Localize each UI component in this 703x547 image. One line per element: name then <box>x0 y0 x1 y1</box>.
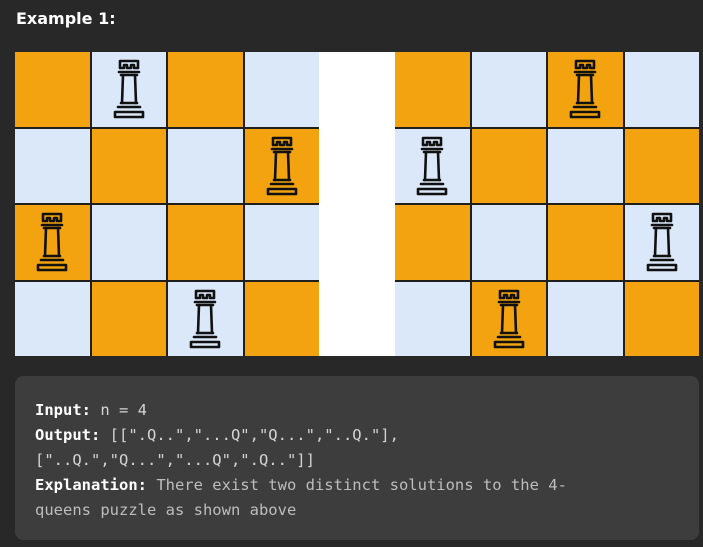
board-square <box>168 52 243 127</box>
board-square <box>395 128 470 203</box>
queen-icon <box>565 57 605 121</box>
board-square <box>471 205 546 280</box>
board-square <box>471 281 546 356</box>
board-square <box>15 281 90 356</box>
queen-icon <box>412 134 452 198</box>
input-value: n = 4 <box>91 401 147 419</box>
explanation-text-1: There exist two distinct solutions to th… <box>146 476 567 494</box>
queen-icon <box>32 210 72 274</box>
board-square <box>244 281 319 356</box>
chessboard-solution-2 <box>395 52 699 356</box>
board-square <box>168 128 243 203</box>
board-square <box>15 52 90 127</box>
board-square <box>15 128 90 203</box>
board-square <box>548 128 623 203</box>
board-square <box>548 205 623 280</box>
chessboard-solution-1 <box>15 52 319 356</box>
queen-icon <box>489 287 529 351</box>
board-square <box>91 52 166 127</box>
output-value-2: ["..Q.","Q...","...Q",".Q.."]] <box>35 451 315 469</box>
board-square <box>244 52 319 127</box>
board-square <box>624 52 699 127</box>
output-value-1: [[".Q..","...Q","Q...","..Q."], <box>100 426 399 444</box>
board-square <box>91 205 166 280</box>
explanation-text-2: queens puzzle as shown above <box>35 501 297 519</box>
board-square <box>395 281 470 356</box>
input-line: Input: n = 4 <box>35 398 685 423</box>
boards-figure <box>15 52 699 356</box>
input-label: Input: <box>35 401 91 419</box>
board-square <box>548 52 623 127</box>
board-square <box>471 128 546 203</box>
board-square <box>624 128 699 203</box>
example-box: Input: n = 4 Output: [[".Q..","...Q","Q.… <box>15 376 699 540</box>
explanation-line: Explanation: There exist two distinct so… <box>35 473 685 498</box>
queen-icon <box>185 287 225 351</box>
queen-icon <box>262 134 302 198</box>
board-square <box>91 128 166 203</box>
board-square <box>395 52 470 127</box>
explanation-line-2: queens puzzle as shown above <box>35 498 685 523</box>
board-square <box>624 281 699 356</box>
output-line-2: ["..Q.","Q...","...Q",".Q.."]] <box>35 448 685 473</box>
queen-icon <box>642 210 682 274</box>
board-square <box>168 205 243 280</box>
output-label: Output: <box>35 426 101 444</box>
queen-icon <box>109 57 149 121</box>
board-square <box>548 281 623 356</box>
explanation-label: Explanation: <box>35 476 147 494</box>
board-square <box>244 128 319 203</box>
board-square <box>91 281 166 356</box>
board-square <box>15 205 90 280</box>
board-square <box>168 281 243 356</box>
board-square <box>624 205 699 280</box>
board-square <box>244 205 319 280</box>
example-title: Example 1: <box>16 9 116 28</box>
output-line: Output: [[".Q..","...Q","Q...","..Q."], <box>35 423 685 448</box>
board-square <box>471 52 546 127</box>
board-square <box>395 205 470 280</box>
